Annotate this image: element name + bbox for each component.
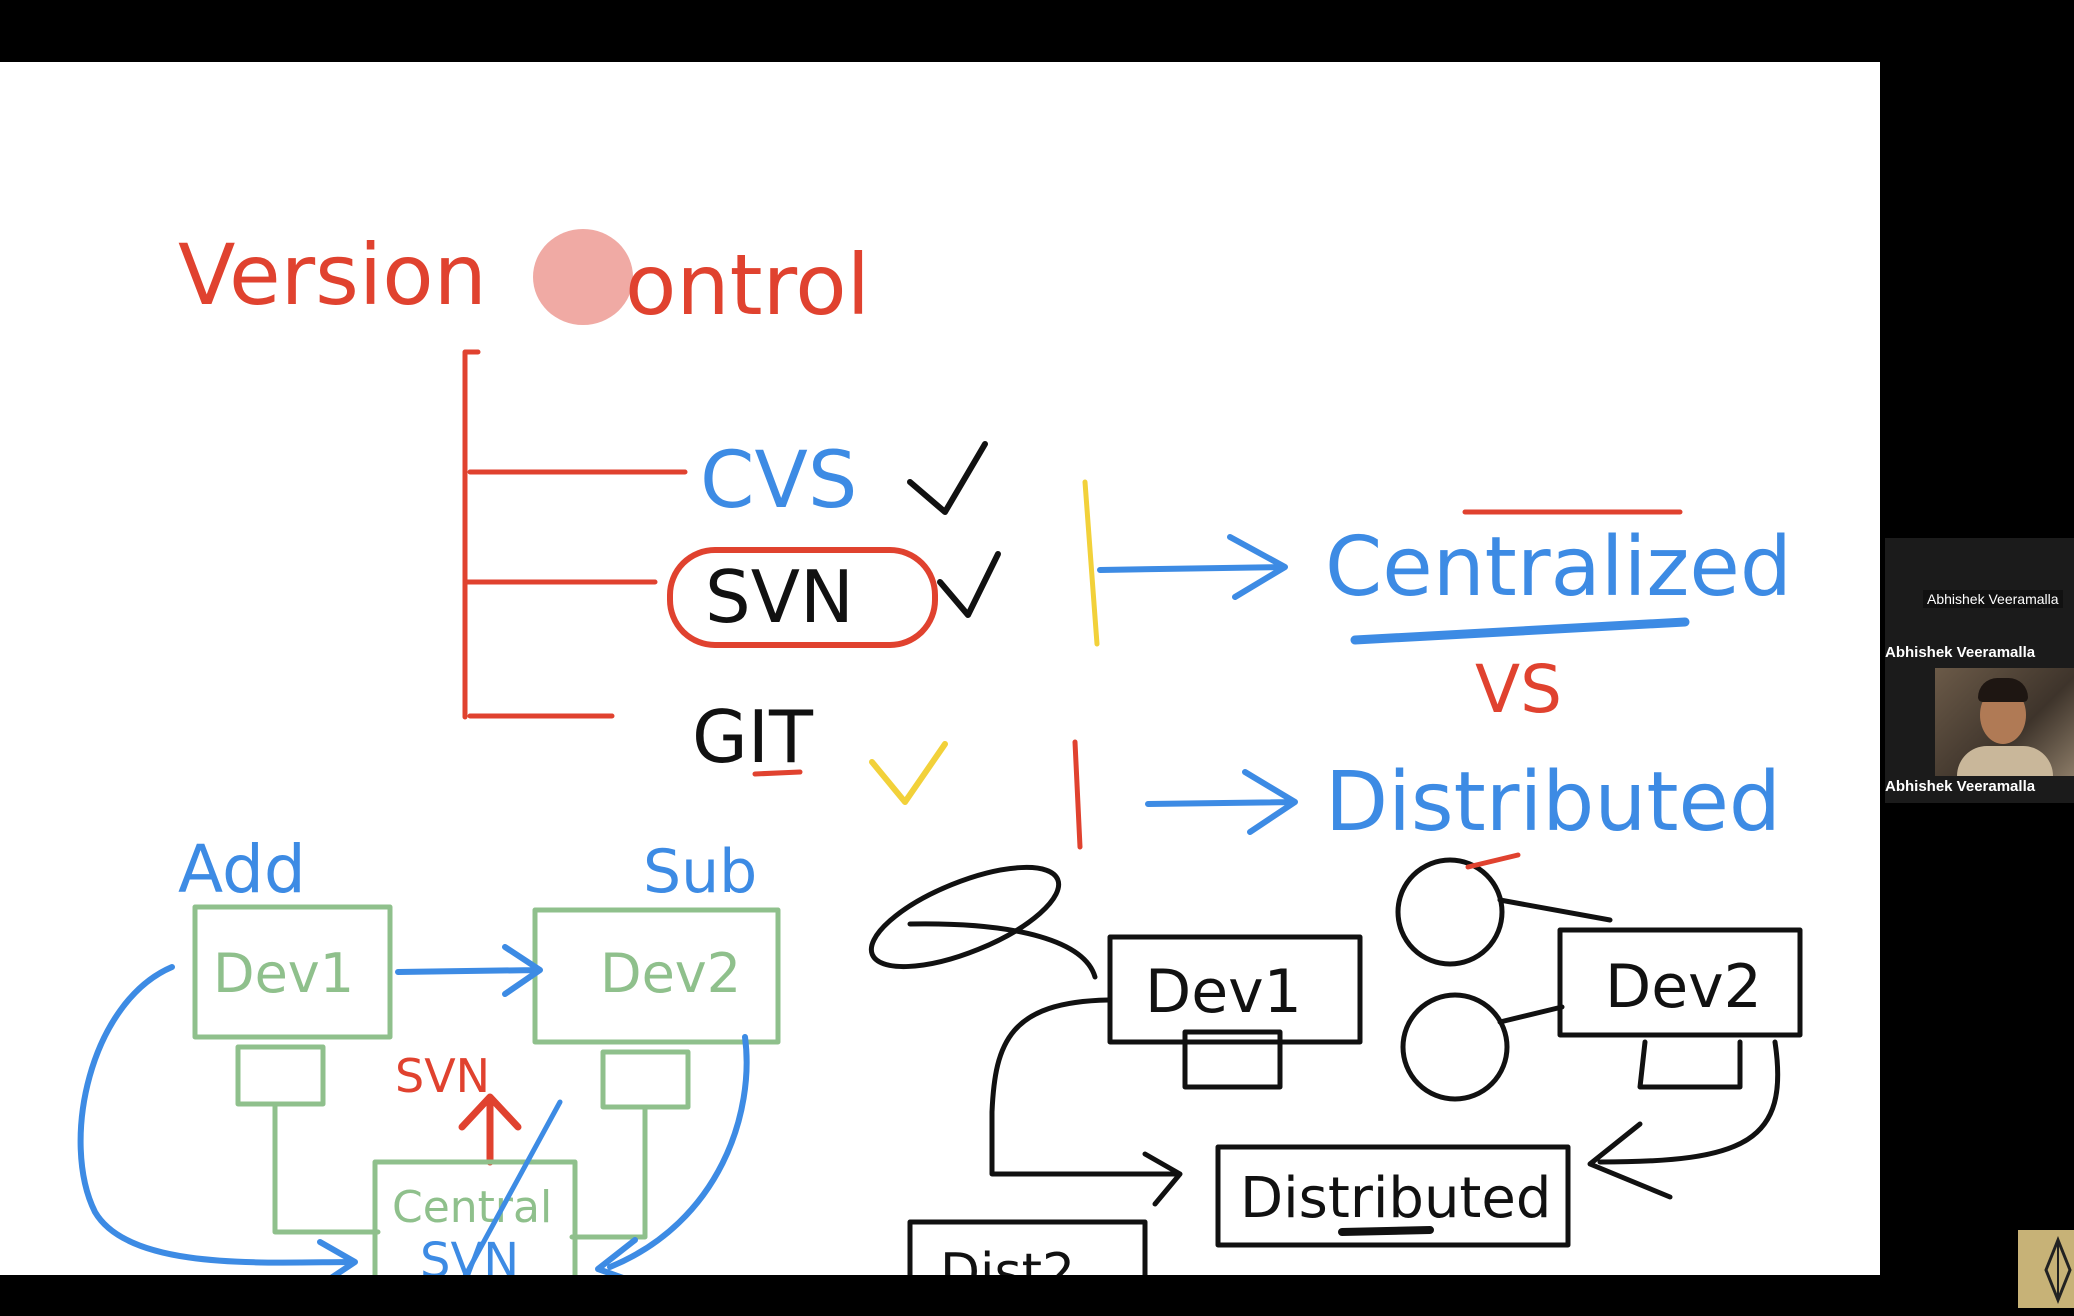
whiteboard-drawing: Version ontrol CVS SVN GIT Centralized xyxy=(77,226,1803,1275)
label-sub: Sub xyxy=(643,837,757,907)
label-add: Add xyxy=(178,831,306,908)
right-dev1-label: Dev1 xyxy=(1145,957,1302,1027)
left-dev1-stand xyxy=(235,1044,326,1107)
participant-video[interactable] xyxy=(1935,668,2074,776)
right-dev1-monitor xyxy=(1107,934,1363,1045)
dist2-box xyxy=(907,1219,1148,1275)
circle-connectors xyxy=(1497,897,1613,1025)
whiteboard-canvas[interactable]: Version ontrol CVS SVN GIT Centralized xyxy=(0,62,1880,1275)
right-dev2-label: Dev2 xyxy=(1605,952,1762,1022)
check-cvs-icon xyxy=(907,441,988,515)
tree-item-cvs: CVS xyxy=(700,436,857,526)
corner-logo-icon xyxy=(2044,1235,2072,1305)
distributed-box-label: Distributed xyxy=(1240,1166,1551,1231)
check-svn-icon xyxy=(937,551,1001,618)
arrow-distributed-icon xyxy=(1145,769,1298,835)
divider-red xyxy=(1072,739,1083,850)
distributed-underline xyxy=(1338,1226,1434,1236)
cursor-highlight xyxy=(533,229,633,325)
curve-dev2-central-icon xyxy=(595,1034,750,1275)
central-strike xyxy=(462,1099,563,1275)
left-dev1-monitor xyxy=(192,904,393,1040)
corner-logo[interactable] xyxy=(2018,1230,2074,1308)
label-distributed: Distributed xyxy=(1325,755,1781,850)
tree-bracket xyxy=(462,349,688,720)
video-hair xyxy=(1978,678,2028,702)
label-vs: VS xyxy=(1475,651,1562,728)
left-dev2-stand xyxy=(600,1049,691,1110)
divider-yellow xyxy=(1082,479,1100,647)
participant-name-bottom: Abhishek Veeramalla xyxy=(1885,778,2036,795)
right-dev2-monitor xyxy=(1557,927,1803,1038)
arrow-dev1-distributed-icon xyxy=(989,997,1183,1207)
tree-item-git: GIT xyxy=(692,695,814,779)
centralized-underline xyxy=(1350,617,1690,645)
left-svn-label: SVN xyxy=(395,1049,490,1103)
arrow-dev1-dev2-icon xyxy=(395,944,543,997)
central-svn-box xyxy=(372,1159,578,1275)
right-circle-bottom xyxy=(1400,992,1510,1102)
right-circle-top xyxy=(1395,857,1505,967)
video-shirt xyxy=(1957,746,2053,776)
git-underline xyxy=(752,769,803,777)
right-dev2-stand xyxy=(1637,1039,1743,1090)
left-dev2-label: Dev2 xyxy=(600,942,741,1005)
arrow-centralized-icon xyxy=(1097,534,1288,600)
dist2-label: Dist2 xyxy=(940,1243,1075,1275)
title-control: ontrol xyxy=(625,236,870,334)
svn-circle xyxy=(667,547,938,648)
right-dev1-stand xyxy=(1182,1029,1283,1090)
central-connectors xyxy=(272,1101,648,1240)
central-label: Central xyxy=(392,1182,552,1233)
circle-red-mark xyxy=(1465,852,1521,870)
check-git-icon xyxy=(869,741,948,805)
cloud-connector xyxy=(907,921,1098,980)
participants-panel: Abhishek Veeramalla Abhishek Veeramalla … xyxy=(1885,538,2074,803)
tree-item-svn: SVN xyxy=(705,555,854,639)
left-dev1-label: Dev1 xyxy=(213,942,354,1005)
title-version: Version xyxy=(178,226,487,324)
cloud-scribble xyxy=(868,864,1062,970)
participant-name-top: Abhishek Veeramalla xyxy=(1923,590,2063,608)
participant-name-mid: Abhishek Veeramalla xyxy=(1885,644,2036,661)
curve-dev1-central-icon xyxy=(77,964,358,1275)
label-centralized: Centralized xyxy=(1325,520,1792,615)
svn-up-arrow-icon xyxy=(458,1093,522,1166)
distributed-box xyxy=(1215,1144,1571,1248)
arrow-dev2-distributed-icon xyxy=(1587,1039,1781,1200)
